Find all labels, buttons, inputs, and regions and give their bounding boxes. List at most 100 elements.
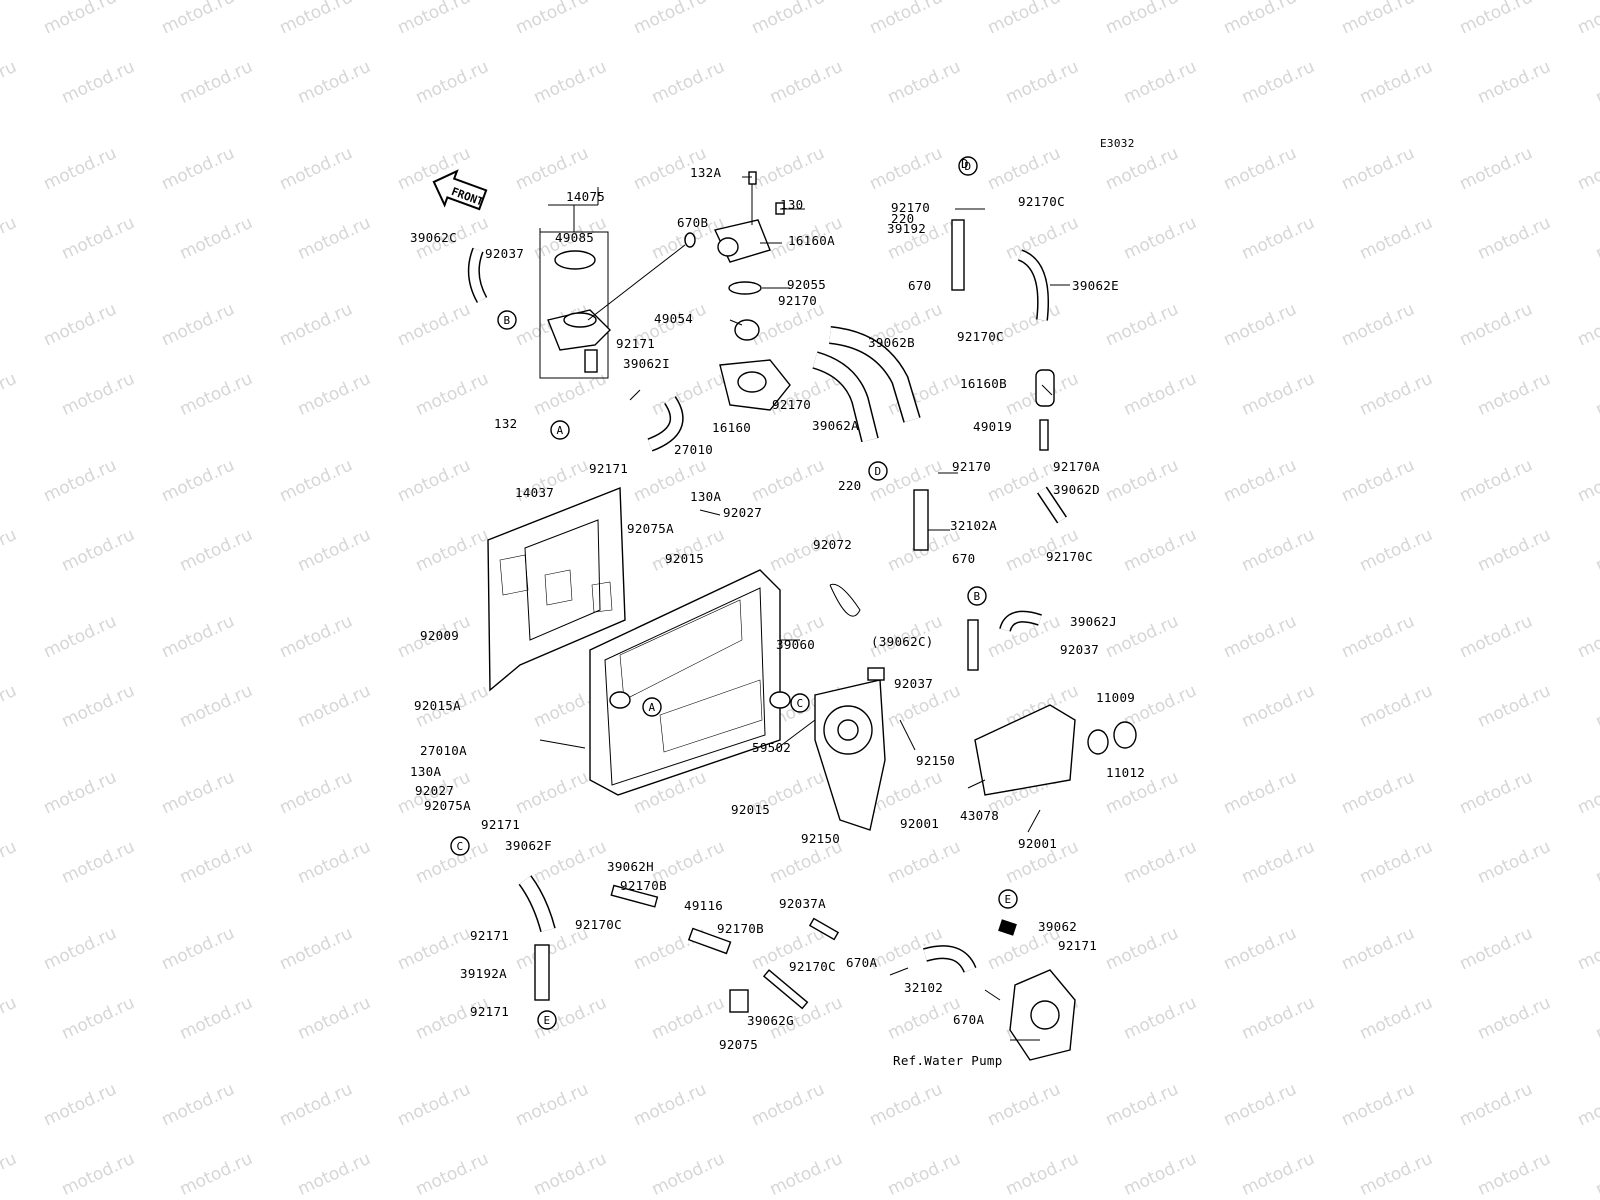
callout-circle [450, 836, 470, 856]
part-number-label: 92037 [1060, 642, 1099, 657]
part-number-label: 16160 [712, 420, 751, 435]
part-number-label: 39062G [747, 1013, 794, 1028]
part-number-label: 92015 [665, 551, 704, 566]
part-number-label: 92170 [891, 200, 930, 215]
callout-letter: B [974, 590, 981, 603]
part-number-label: 39062 [1038, 919, 1077, 934]
callout-letter: A [649, 701, 656, 714]
part-number-label: 39192A [460, 966, 507, 981]
part-number-label: 92170C [789, 959, 836, 974]
part-number-label: 92171 [470, 928, 509, 943]
part-number-label: 59502 [752, 740, 791, 755]
callouts: B A D D B A C C E E [450, 156, 1018, 1030]
part-number-label: 670B [677, 215, 708, 230]
part-number-label: 92171 [1058, 938, 1097, 953]
part-number-label: 92027 [723, 505, 762, 520]
part-number-label: 27010 [674, 442, 713, 457]
part-number-label: 92037A [779, 896, 826, 911]
callout-letter: C [457, 840, 464, 853]
callout-letter: D [965, 160, 972, 173]
part-number-label: 220 [891, 211, 914, 226]
part-number-label: 92170 [778, 293, 817, 308]
part-number-label: 670A [846, 955, 877, 970]
diagram-code: E3032 [1100, 137, 1135, 150]
part-number-label: 49085 [555, 230, 594, 245]
part-number-label: D [961, 156, 969, 171]
part-number-label: 670A [953, 1012, 984, 1027]
part-number-label: 92150 [801, 831, 840, 846]
part-number-label: 39062C [410, 230, 457, 245]
part-number-label: 92170 [952, 459, 991, 474]
part-number-label: 92055 [787, 277, 826, 292]
part-number-label: 670 [952, 551, 975, 566]
callout-circle [958, 156, 978, 176]
callout-circle [550, 420, 570, 440]
callout-circle [967, 586, 987, 606]
part-number-label: 132 [494, 416, 517, 431]
callout-letter: A [557, 424, 564, 437]
part-number-label: 39062D [1053, 482, 1100, 497]
part-number-label: 92150 [916, 753, 955, 768]
part-drawings [467, 171, 1137, 1061]
part-number-label: 39062J [1070, 614, 1117, 629]
callout-circle [868, 461, 888, 481]
part-number-label: 92170 [772, 397, 811, 412]
callout-letter: E [1005, 893, 1012, 906]
part-number-label: 92001 [1018, 836, 1057, 851]
part-number-label: 92015 [731, 802, 770, 817]
part-number-label: 49116 [684, 898, 723, 913]
part-number-label: 92170C [957, 329, 1004, 344]
part-number-label: 39062B [868, 335, 915, 350]
part-number-label: 130A [410, 764, 441, 779]
ref-water-pump-note: Ref.Water Pump [893, 1053, 1003, 1068]
callout-circle [497, 310, 517, 330]
part-number-label: 92037 [485, 246, 524, 261]
part-number-label: 92170C [575, 917, 622, 932]
part-number-label: 11012 [1106, 765, 1145, 780]
part-number-label: (39062C) [871, 634, 934, 649]
part-number-label: 92171 [616, 336, 655, 351]
part-number-label: 92171 [470, 1004, 509, 1019]
part-number-label: 39062F [505, 838, 552, 853]
part-number-label: 92170A [1053, 459, 1100, 474]
part-number-label: 130 [780, 197, 803, 212]
part-number-label: 92170B [717, 921, 764, 936]
callout-letter: B [504, 314, 511, 327]
part-number-label: 39062H [607, 859, 654, 874]
part-number-label: 220 [838, 478, 861, 493]
part-number-label: 92027 [415, 783, 454, 798]
callout-circle [790, 693, 810, 713]
part-number-label: 16160B [960, 376, 1007, 391]
part-number-label: 92075A [424, 798, 471, 813]
part-number-label: 92171 [481, 817, 520, 832]
part-number-label: 92037 [894, 676, 933, 691]
part-number-label: 39192 [887, 221, 926, 236]
part-number-label: 49019 [973, 419, 1012, 434]
part-number-label: 92072 [813, 537, 852, 552]
part-number-label: 130A [690, 489, 721, 504]
callout-circle [642, 697, 662, 717]
callout-circle [998, 889, 1018, 909]
part-number-label: 14037 [515, 485, 554, 500]
callout-letter: E [544, 1014, 551, 1027]
part-number-label: 92170C [1018, 194, 1065, 209]
part-number-label: 670 [908, 278, 931, 293]
callout-circle [537, 1010, 557, 1030]
part-number-label: 32102A [950, 518, 997, 533]
part-number-label: 43078 [960, 808, 999, 823]
part-number-label: 92170B [620, 878, 667, 893]
part-number-label: 14075 [566, 189, 605, 204]
part-number-label: 92075 [719, 1037, 758, 1052]
part-number-label: 132A [690, 165, 721, 180]
part-number-label: 27010A [420, 743, 467, 758]
part-number-label: 49054 [654, 311, 693, 326]
callout-letter: D [875, 465, 882, 478]
callout-letter: C [797, 697, 804, 710]
part-number-label: 39060 [776, 637, 815, 652]
part-number-label: 16160A [788, 233, 835, 248]
part-number-label: 39062A [812, 418, 859, 433]
part-number-label: 92001 [900, 816, 939, 831]
part-number-label: 92015A [414, 698, 461, 713]
part-number-label: 92171 [589, 461, 628, 476]
